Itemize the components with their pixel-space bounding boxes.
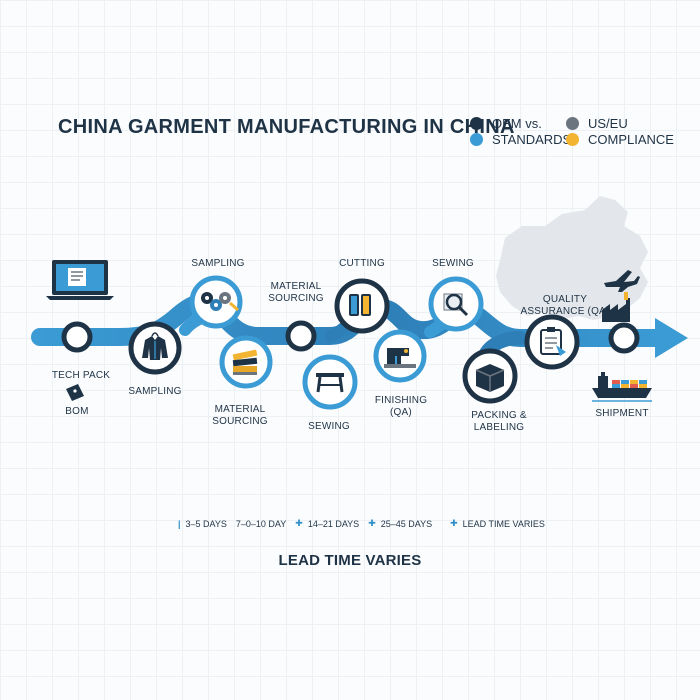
label-sampling-upper: SAMPLING	[191, 258, 245, 269]
plus-icon: ✚	[450, 518, 458, 528]
legend-item-us-eu: US/EU	[566, 116, 628, 131]
step-circle-sewing-lower	[302, 354, 358, 410]
footer-note: LEAD TIME VARIES	[278, 552, 422, 569]
label-sewing-lower: SEWING	[308, 421, 350, 432]
timeline-segment: LEAD TIME VARIES	[462, 518, 545, 529]
label-sampling-lower: SAMPLING	[128, 386, 182, 397]
flow-node	[285, 320, 317, 352]
label-quality-assurance: QUALITY ASSURANCE (QA)	[520, 294, 610, 317]
airplane-icon	[604, 270, 640, 292]
clipboard-icon	[540, 327, 566, 356]
thread-spools-icon	[349, 294, 371, 316]
laptop-icon	[46, 260, 114, 300]
timeline-segment: 14–21 DAYS	[307, 518, 360, 529]
timeline-segment: 3–5 DAYS	[185, 518, 227, 529]
china-map-icon	[496, 196, 648, 320]
legend-label: OEM vs.	[492, 116, 542, 131]
fabric-stack-icon	[232, 349, 258, 375]
cutting-table-icon	[316, 373, 344, 393]
legend-label: US/EU	[588, 116, 628, 131]
box-icon	[475, 364, 505, 392]
legend-dot-gray	[566, 117, 579, 130]
tag-icon	[66, 384, 84, 401]
cargo-ship-icon	[592, 372, 652, 402]
legend-dot-yellow	[566, 133, 579, 146]
timeline-tick: |	[178, 518, 181, 529]
plus-icon: ✚	[295, 518, 303, 528]
label-sewing-upper: SEWING	[432, 258, 474, 269]
label-packing-labeling: PACKING & LABELING	[471, 410, 527, 433]
timeline-segment: 25–45 DAYS	[380, 518, 433, 529]
label-material-sourcing-upper: MATERIAL SOURCING	[268, 281, 324, 304]
page-title: CHINA GARMENT MANUFACTURING IN CHINA	[58, 116, 515, 138]
fabric-rolls-icon	[201, 292, 239, 312]
legend-dot-navy	[470, 117, 483, 130]
label-cutting: CUTTING	[339, 258, 385, 269]
label-material-sourcing-lower: MATERIAL SOURCING	[212, 404, 268, 427]
legend-label: STANDARDS	[492, 132, 572, 147]
flow-node	[608, 322, 640, 354]
lead-time-timeline: | 3–5 DAYS 7–0–10 DAY ✚ 14–21 DAYS ✚ 25–…	[178, 518, 554, 529]
legend-item-oem: OEM vs.	[470, 116, 542, 131]
sewing-machine-icon	[384, 348, 416, 368]
legend-item-compliance: COMPLIANCE	[566, 132, 674, 147]
label-finishing: FINISHING (QA)	[374, 395, 428, 418]
legend-dot-blue	[470, 133, 483, 146]
flow-arrowhead	[655, 318, 688, 358]
jacket-icon	[142, 332, 168, 360]
label-shipment: SHIPMENT	[595, 408, 649, 419]
factory-icon	[602, 292, 630, 322]
label-bom: BOM	[65, 406, 89, 417]
timeline-segment: 7–0–10 DAY	[235, 518, 287, 529]
legend-item-standards: STANDARDS	[470, 132, 571, 147]
legend-label: COMPLIANCE	[588, 132, 674, 147]
plus-icon: ✚	[368, 518, 376, 528]
label-tech-pack: TECH PACK	[51, 370, 111, 381]
flow-node	[61, 321, 93, 353]
magnifier-icon	[443, 293, 469, 317]
